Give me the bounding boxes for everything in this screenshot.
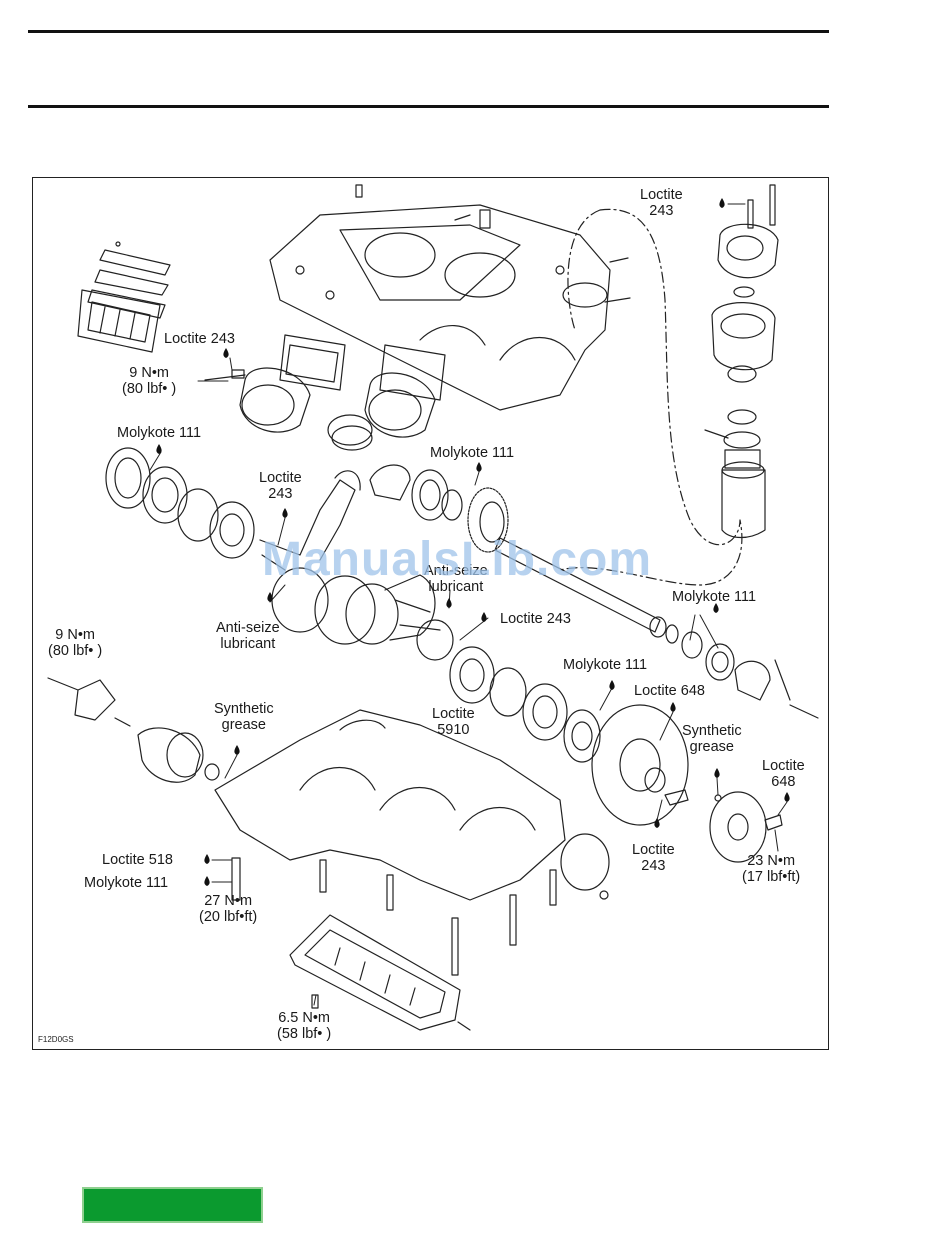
crankshaft [259, 470, 454, 661]
label-torque-9nm-top: 9 N•m(80 lbf• ) [122, 365, 177, 397]
reed-valve-assembly [77, 241, 171, 353]
label-loctite-518: Loctite 518 [102, 852, 173, 868]
label-molykote-111-mid: Molykote 111 [430, 445, 515, 461]
label-torque-6-5nm: 6.5 N•m(58 lbf• ) [277, 1010, 332, 1042]
header-rule-bottom [28, 105, 829, 108]
watermark: ManualsLib.com [262, 533, 653, 586]
header-rule-top [28, 30, 829, 33]
label-loctite-243-shaft: Loctite 243 [500, 611, 571, 627]
label-loctite-648-flywheel: Loctite 648 [634, 683, 705, 699]
section-tab [82, 1187, 263, 1223]
dashed-routing-line [559, 208, 743, 586]
water-pump-cylinder [704, 184, 779, 539]
label-molykote-111-right: Molykote 111 [672, 589, 757, 605]
lubricant-drop-icons [156, 198, 790, 886]
balancer-gear-assembly [369, 464, 509, 553]
crankshaft-right-bearings [449, 646, 601, 763]
label-molykote-111-left: Molykote 111 [117, 425, 202, 441]
label-molykote-111-flywheel: Molykote 111 [563, 657, 648, 673]
label-loctite-243-left: Loctite 243 [164, 331, 235, 347]
label-torque-23nm: 23 N•m(17 lbf•ft) [742, 853, 801, 885]
upper-crankcase [269, 184, 631, 411]
figure-frame [32, 177, 829, 1050]
intake-manifolds [204, 334, 446, 451]
flywheel-hub [591, 704, 783, 863]
crankshaft-left-bearings [105, 447, 255, 559]
label-torque-9nm-left: 9 N•m(80 lbf• ) [48, 627, 103, 659]
lower-crankcase [214, 709, 610, 976]
intake-cover [289, 914, 471, 1031]
drive-coupler-assembly [47, 677, 220, 783]
label-molykote-111-bottom: Molykote 111 [84, 875, 169, 891]
figure-code: F12D0GS [38, 1035, 74, 1044]
label-torque-27nm: 27 N•m(20 lbf•ft) [199, 893, 258, 925]
